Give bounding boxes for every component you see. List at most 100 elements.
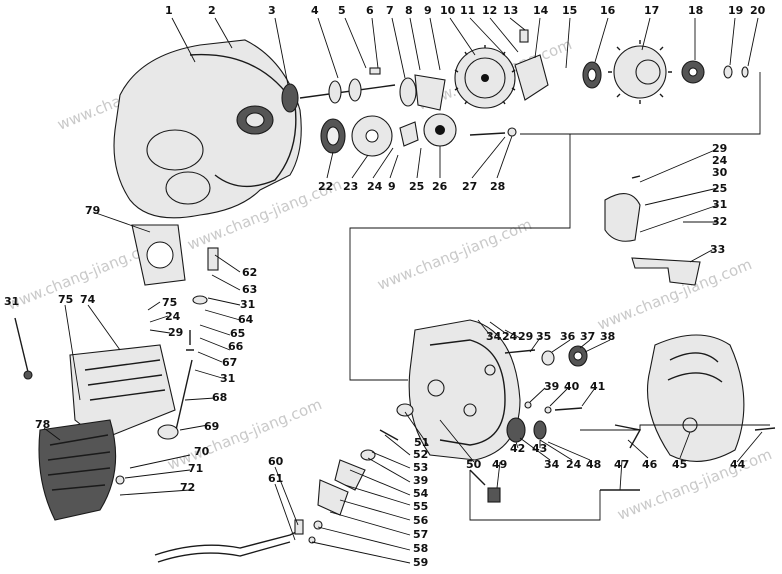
- part-label: 51: [414, 436, 429, 449]
- part-label: 18: [688, 4, 703, 17]
- part-label: 61: [268, 472, 283, 485]
- part-label: 24: [566, 458, 582, 471]
- part-label: 50: [466, 458, 482, 471]
- part-label: 12: [482, 4, 497, 17]
- part-number-labels: 1 2 3 4 5 6 7 8 9 10 11 12 13 14 15 16 1…: [4, 4, 766, 569]
- part-label: 75: [162, 296, 177, 309]
- valve-stack-illustration: [157, 247, 219, 440]
- part-label: 69: [204, 420, 219, 433]
- watermark-text: www.chang-jiang.com: [375, 215, 535, 293]
- part-label: 60: [268, 455, 284, 468]
- part-label: 39: [413, 474, 428, 487]
- part-label: 34: [544, 458, 560, 471]
- part-label: 48: [586, 458, 601, 471]
- part-label: 7: [386, 4, 394, 17]
- part-label: 65: [230, 327, 245, 340]
- part-label: 10: [440, 4, 456, 17]
- part-label: 1: [165, 4, 173, 17]
- part-label: 39: [544, 380, 559, 393]
- part-label: 29: [168, 326, 183, 339]
- part-label: 62: [242, 266, 257, 279]
- part-label: 20: [750, 4, 766, 17]
- part-label: 45: [672, 458, 687, 471]
- cylinder-illustration: [38, 224, 186, 521]
- part-label: 36: [560, 330, 576, 343]
- part-label: 47: [614, 458, 629, 471]
- part-label: 53: [413, 461, 428, 474]
- oil-pump-row-illustration: [320, 113, 517, 157]
- bolt-31-illustration: [14, 317, 33, 380]
- clutch-14-illustration: [514, 29, 549, 101]
- part-label: 55: [413, 500, 428, 513]
- part-label: 66: [228, 340, 244, 353]
- part-label: 41: [590, 380, 605, 393]
- part-label: 31: [712, 198, 727, 211]
- part-label: 25: [712, 182, 727, 195]
- part-label: 24: [502, 330, 518, 343]
- part-label: 2: [208, 4, 216, 17]
- bearing-16-illustration: [582, 61, 602, 89]
- part-label: 70: [194, 445, 210, 458]
- part-label: 9: [424, 4, 432, 17]
- seal-row-illustration: [506, 401, 583, 443]
- part-label: 24: [165, 310, 181, 323]
- part-label: 72: [180, 481, 195, 494]
- misc-parts-illustration: [469, 469, 640, 503]
- gear-10-illustration: [454, 45, 516, 109]
- part-label: 23: [343, 180, 358, 193]
- part-label: 37: [580, 330, 595, 343]
- part-label: 27: [462, 180, 477, 193]
- part-label: 24: [367, 180, 383, 193]
- part-label: 6: [366, 4, 374, 17]
- part-label: 15: [562, 4, 577, 17]
- part-label: 14: [533, 4, 549, 17]
- part-label: 22: [318, 180, 333, 193]
- part-label: 30: [712, 166, 728, 179]
- part-label: 78: [35, 418, 50, 431]
- part-label: 8: [405, 4, 413, 17]
- crankshaft-illustration: [281, 67, 446, 113]
- part-label: 13: [503, 4, 518, 17]
- crankcase-illustration: [113, 39, 302, 219]
- part-label: 5: [338, 4, 346, 17]
- part-label: 46: [642, 458, 658, 471]
- part-label: 35: [536, 330, 551, 343]
- part-label: 79: [85, 204, 100, 217]
- part-label: 33: [710, 243, 725, 256]
- part-label: 56: [413, 514, 429, 527]
- part-label: 4: [311, 4, 319, 17]
- part-label: 63: [242, 283, 257, 296]
- bushing-row-illustration: [504, 345, 588, 367]
- right-cover-illustration: [408, 319, 521, 461]
- part-label: 52: [413, 448, 428, 461]
- part-label: 3: [268, 4, 276, 17]
- part-label: 54: [413, 487, 429, 500]
- sprocket-17-illustration: [608, 40, 672, 104]
- part-label: 64: [238, 313, 254, 326]
- part-label: 31: [4, 295, 19, 308]
- part-label: 19: [728, 4, 743, 17]
- part-label: 75: [58, 293, 73, 306]
- part-label: 42: [510, 442, 525, 455]
- part-label: 57: [413, 528, 428, 541]
- part-label: 68: [212, 391, 227, 404]
- part-label: 17: [644, 4, 659, 17]
- part-label: 43: [532, 442, 547, 455]
- part-label: 31: [220, 372, 235, 385]
- part-label: 59: [413, 556, 428, 569]
- part-label: 28: [490, 180, 505, 193]
- part-label: 9: [388, 180, 396, 193]
- bracket-illustration: [604, 175, 701, 286]
- part-label: 38: [600, 330, 615, 343]
- part-label: 74: [80, 293, 96, 306]
- part-label: 26: [432, 180, 448, 193]
- part-label: 32: [712, 215, 727, 228]
- part-label: 49: [492, 458, 507, 471]
- gear-18-illustration: [681, 60, 749, 84]
- part-label: 31: [240, 298, 255, 311]
- part-label: 29: [518, 330, 533, 343]
- kick-arm-illustration: [154, 519, 304, 563]
- pump-assembly-illustration: [308, 403, 414, 544]
- part-label: 16: [600, 4, 616, 17]
